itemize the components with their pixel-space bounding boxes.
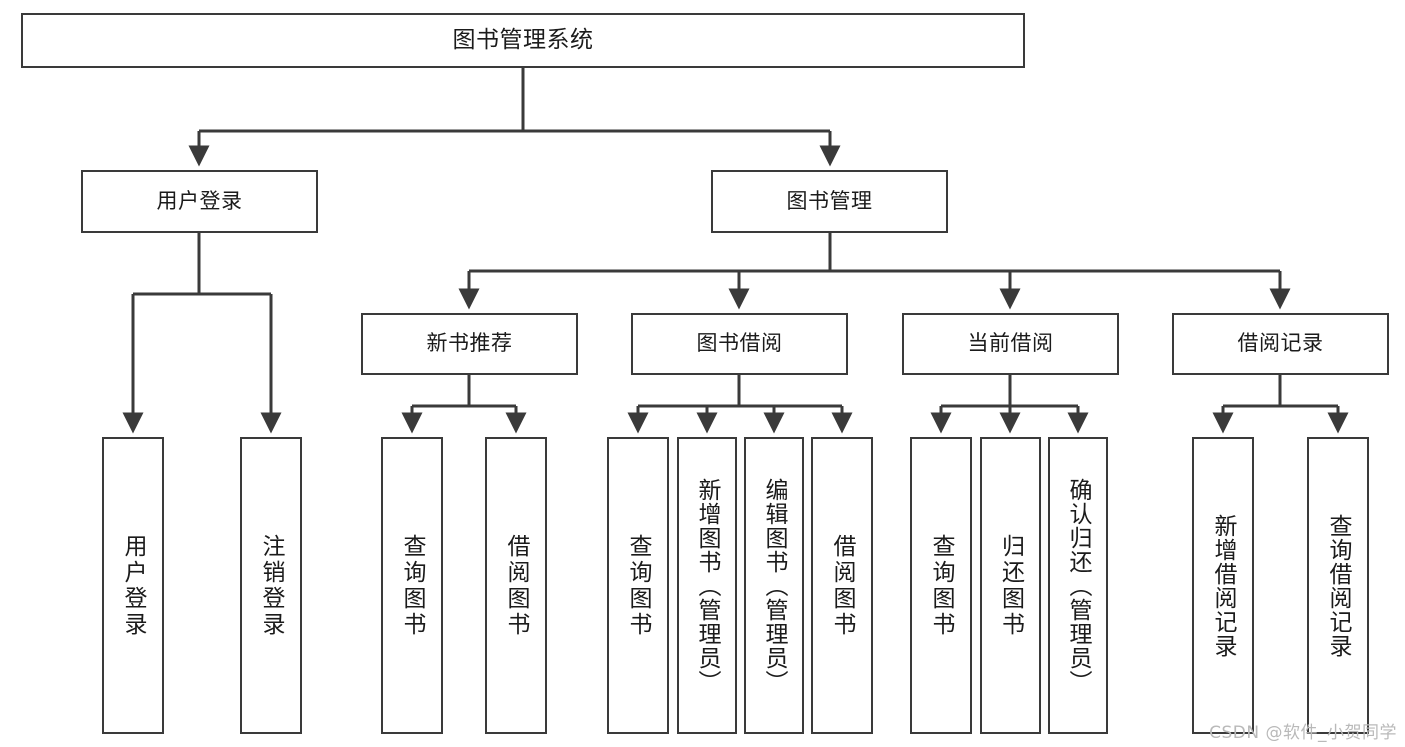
node-root-label: 图书管理系统: [452, 26, 594, 53]
node-leaf-borrow-book-2-label: 借阅图书: [829, 533, 856, 638]
node-leaf-logout-login-label: 注销登录: [258, 533, 285, 638]
node-book-borrow-label: 图书借阅: [696, 331, 783, 356]
watermark: CSDN @软件_小贺同学: [1209, 723, 1397, 743]
node-leaf-query-book-1-label: 查询图书: [399, 533, 426, 638]
node-borrow-record-label: 借阅记录: [1237, 331, 1324, 356]
node-book-borrow[interactable]: 图书借阅: [631, 313, 848, 375]
node-user-login[interactable]: 用户登录: [81, 170, 318, 233]
node-leaf-edit-book-label: 编辑图书（管理员）: [761, 477, 788, 694]
node-leaf-query-book-2[interactable]: 查询图书: [607, 437, 669, 734]
node-leaf-user-login-label: 用户登录: [120, 533, 147, 638]
node-leaf-borrow-book-2[interactable]: 借阅图书: [811, 437, 873, 734]
node-book-management[interactable]: 图书管理: [711, 170, 948, 233]
node-leaf-borrow-book-1[interactable]: 借阅图书: [485, 437, 547, 734]
node-leaf-query-book-1[interactable]: 查询图书: [381, 437, 443, 734]
node-leaf-confirm-return[interactable]: 确认归还（管理员）: [1048, 437, 1108, 734]
node-leaf-add-record-label: 新增借阅记录: [1210, 513, 1237, 658]
node-leaf-query-record-label: 查询借阅记录: [1325, 513, 1352, 658]
node-leaf-add-book[interactable]: 新增图书（管理员）: [677, 437, 737, 734]
node-leaf-borrow-book-1-label: 借阅图书: [503, 533, 530, 638]
node-leaf-return-book-label: 归还图书: [997, 533, 1024, 638]
node-borrow-record[interactable]: 借阅记录: [1172, 313, 1389, 375]
node-leaf-user-login[interactable]: 用户登录: [102, 437, 164, 734]
node-leaf-query-book-2-label: 查询图书: [625, 533, 652, 638]
node-current-borrow[interactable]: 当前借阅: [902, 313, 1119, 375]
node-leaf-return-book[interactable]: 归还图书: [980, 437, 1041, 734]
node-root[interactable]: 图书管理系统: [21, 13, 1025, 68]
node-current-borrow-label: 当前借阅: [967, 331, 1054, 356]
node-leaf-confirm-return-label: 确认归还（管理员）: [1065, 477, 1092, 694]
node-new-book-recommend-label: 新书推荐: [426, 331, 513, 356]
node-leaf-query-book-3[interactable]: 查询图书: [910, 437, 972, 734]
node-leaf-edit-book[interactable]: 编辑图书（管理员）: [744, 437, 804, 734]
node-leaf-add-record[interactable]: 新增借阅记录: [1192, 437, 1254, 734]
node-leaf-logout-login[interactable]: 注销登录: [240, 437, 302, 734]
node-leaf-add-book-label: 新增图书（管理员）: [694, 477, 721, 694]
node-leaf-query-record[interactable]: 查询借阅记录: [1307, 437, 1369, 734]
node-leaf-query-book-3-label: 查询图书: [928, 533, 955, 638]
node-book-management-label: 图书管理: [786, 188, 873, 213]
node-user-login-label: 用户登录: [156, 188, 243, 213]
node-new-book-recommend[interactable]: 新书推荐: [361, 313, 578, 375]
